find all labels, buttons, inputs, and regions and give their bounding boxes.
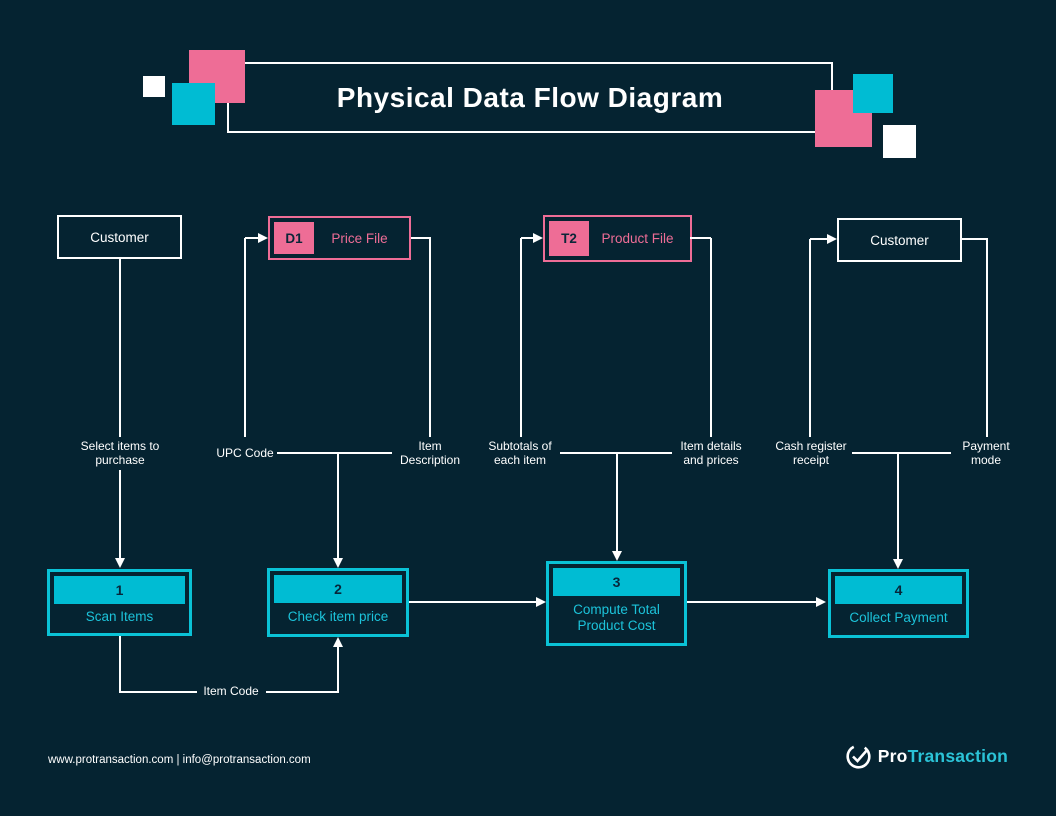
- process-name: Collect Payment: [849, 609, 948, 625]
- flow-line: [337, 453, 339, 558]
- check-circle-icon: [845, 743, 872, 770]
- process-number: 3: [553, 568, 680, 596]
- entity-customer-right: Customer: [837, 218, 962, 262]
- flow-line: [690, 237, 711, 239]
- flow-line: [337, 647, 339, 693]
- process-collect-payment: 4 Collect Payment: [828, 569, 969, 638]
- flow-line: [810, 238, 828, 240]
- process-number: 4: [835, 576, 962, 604]
- flow-line: [119, 470, 121, 558]
- flow-label-select-items: Select items to purchase: [80, 439, 160, 467]
- process-name: Scan Items: [85, 608, 154, 624]
- datastore-price-file: D1 Price File: [268, 216, 411, 260]
- brand-name-transaction: Transaction: [907, 745, 1008, 766]
- flow-line: [429, 238, 431, 437]
- arrowhead: [536, 597, 546, 607]
- datastore-name: Price File: [331, 230, 388, 246]
- flow-line: [266, 691, 339, 693]
- process-name: Check item price: [287, 608, 389, 624]
- flow-label-subtotals: Subtotals of each item: [488, 439, 552, 467]
- flow-label-item-description: Item Description: [399, 439, 461, 467]
- arrowhead: [258, 233, 268, 243]
- flow-line: [960, 238, 988, 240]
- process-compute-total-cost: 3 Compute Total Product Cost: [546, 561, 687, 646]
- arrowhead: [333, 637, 343, 647]
- arrowhead: [827, 234, 837, 244]
- flow-line: [409, 601, 536, 603]
- footer-contact: www.protransaction.com | info@protransac…: [48, 754, 311, 766]
- flow-line: [244, 238, 246, 437]
- flow-line: [710, 238, 712, 437]
- flow-line: [520, 238, 522, 437]
- flow-line: [119, 259, 121, 437]
- entity-label: Customer: [870, 232, 929, 248]
- flow-line: [521, 237, 534, 239]
- arrowhead: [816, 597, 826, 607]
- title-box: Physical Data Flow Diagram: [227, 62, 833, 133]
- flow-line: [986, 239, 988, 437]
- deco-square-white-right: [883, 125, 916, 158]
- deco-square-cyan-right: [853, 74, 893, 113]
- flow-line: [616, 453, 618, 551]
- datastore-name: Product File: [601, 231, 674, 246]
- process-scan-items: 1 Scan Items: [47, 569, 192, 636]
- datastore-product-file: T2 Product File: [543, 215, 692, 262]
- entity-label: Customer: [90, 229, 149, 245]
- flow-line: [852, 452, 951, 454]
- flow-line: [119, 636, 121, 693]
- brand-logo: ProTransaction: [845, 742, 1008, 770]
- arrowhead: [333, 558, 343, 568]
- datastore-id-badge: T2: [549, 221, 589, 256]
- arrowhead: [893, 559, 903, 569]
- deco-square-cyan-left: [172, 83, 215, 125]
- flow-label-item-details: Item details and prices: [680, 439, 742, 467]
- flow-label-upc-code: UPC Code: [216, 446, 274, 460]
- flow-line: [245, 237, 259, 239]
- arrowhead: [612, 551, 622, 561]
- deco-square-white-left: [143, 76, 165, 97]
- process-name: Compute Total Product Cost: [573, 601, 660, 633]
- process-check-item-price: 2 Check item price: [267, 568, 409, 637]
- flow-label-cash-register: Cash register receipt: [775, 439, 847, 467]
- process-number: 2: [274, 575, 402, 603]
- flow-line: [119, 691, 197, 693]
- flow-line: [809, 239, 811, 437]
- flow-label-item-code: Item Code: [203, 684, 259, 698]
- flow-line: [277, 452, 392, 454]
- flow-line: [687, 601, 816, 603]
- flow-line: [897, 453, 899, 559]
- process-number: 1: [54, 576, 185, 604]
- brand-name: ProTransaction: [878, 746, 1008, 767]
- page-title: Physical Data Flow Diagram: [336, 81, 724, 113]
- datastore-id-badge: D1: [274, 222, 314, 254]
- brand-name-pro: Pro: [877, 745, 908, 766]
- arrowhead: [533, 233, 543, 243]
- flow-line: [411, 237, 431, 239]
- entity-customer-left: Customer: [57, 215, 182, 259]
- flow-label-payment-mode: Payment mode: [962, 439, 1010, 467]
- arrowhead: [115, 558, 125, 568]
